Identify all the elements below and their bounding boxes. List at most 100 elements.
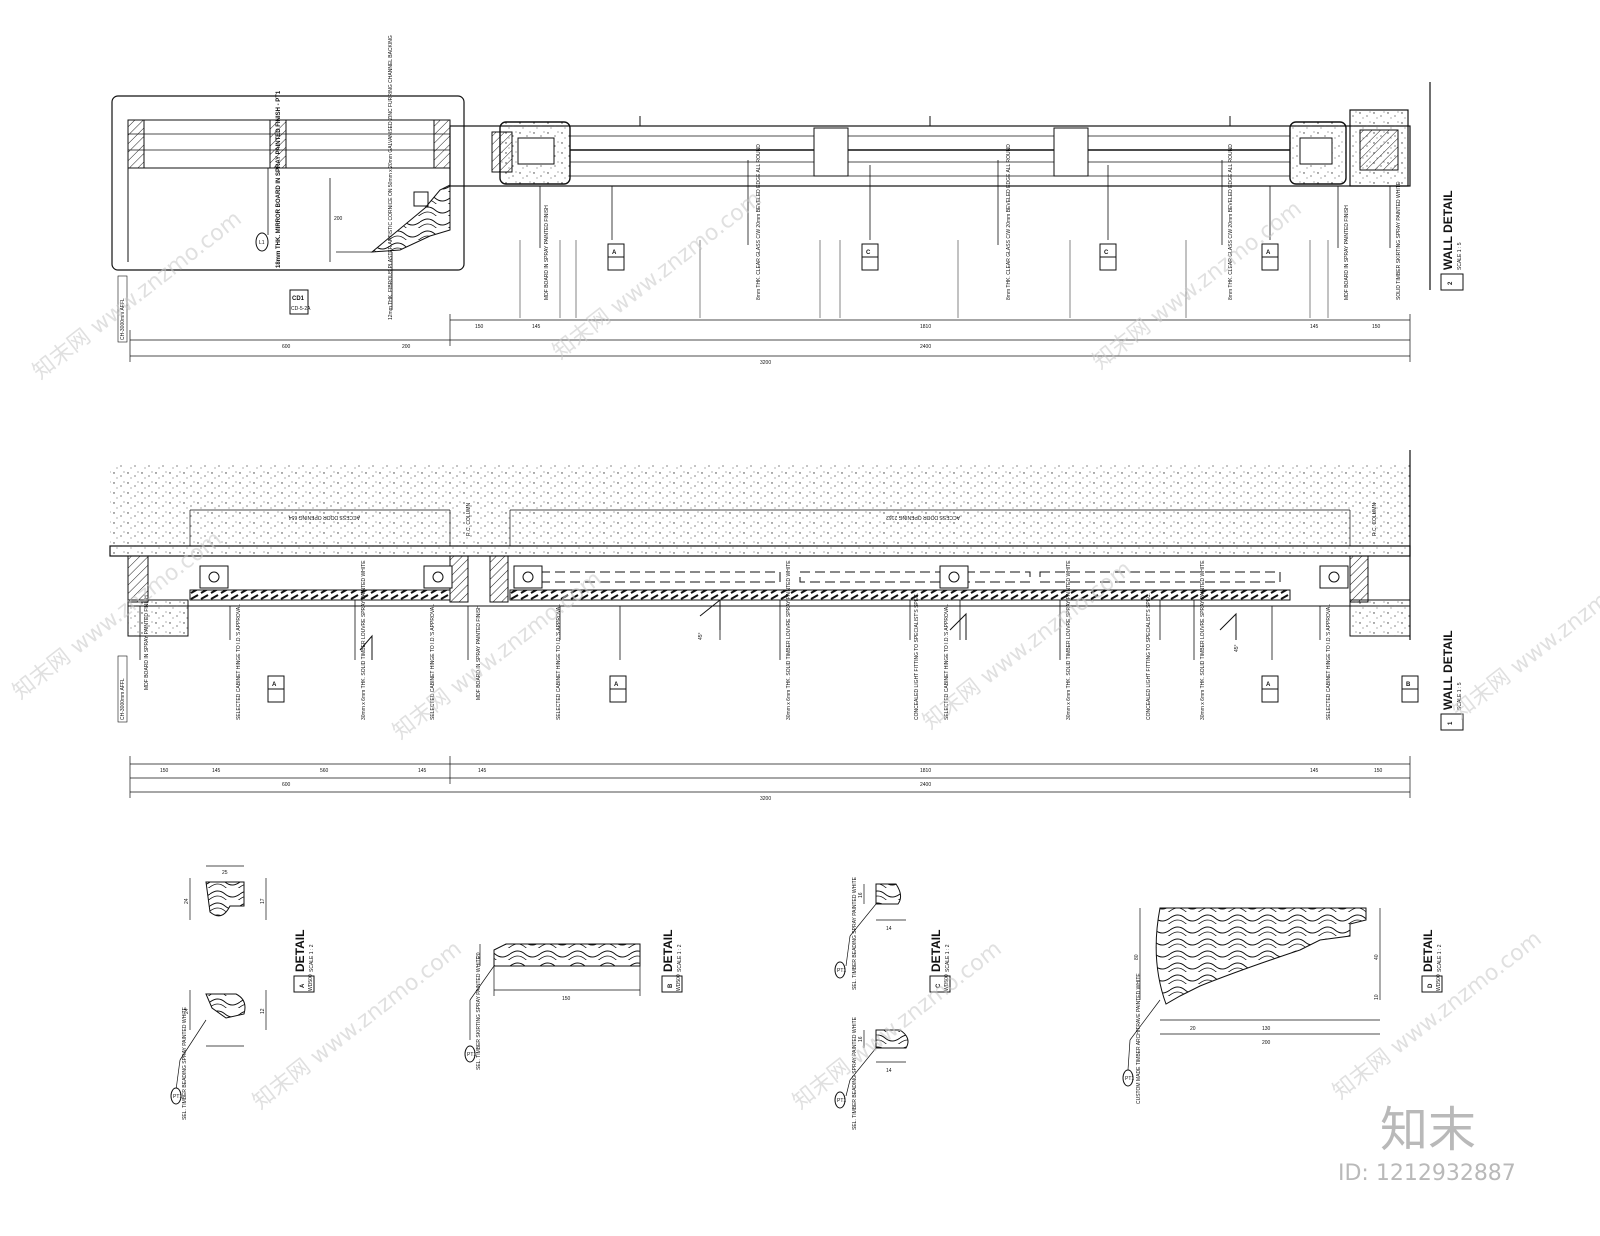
- detail-b-title: B WD500 DETAIL SCALE 1 : 2: [661, 930, 683, 993]
- callout-text: CONCEALED LIGHT FITTING TO SPECIALIST'S …: [914, 593, 920, 720]
- dim-text: 150: [475, 324, 484, 330]
- callout-text: 30mm x 6mm THK. SOLID TIMBER LOUVRE SPRA…: [361, 560, 367, 720]
- level-marker-bottom: CH-3000mm AFFL: [117, 655, 128, 723]
- dim-text: 17: [260, 898, 266, 904]
- rc-column-label: R.C. COLUMN: [1372, 503, 1378, 536]
- bulkhead-frame: [111, 95, 465, 271]
- dim-text: 20: [476, 952, 482, 958]
- access-door-label: ACCESS DOOR OPENING 2162: [886, 514, 960, 520]
- drawing-scale: SCALE 1 : 5: [1457, 682, 1463, 710]
- callout-code: PT1: [173, 1094, 182, 1100]
- dim-text: 145: [418, 768, 427, 774]
- dim-text: 16: [858, 1036, 864, 1042]
- detail-letter: A: [300, 983, 306, 988]
- drawing-scale: SCALE 1 : 5: [1457, 242, 1463, 270]
- callout-text: 8mm THK. CLEAR GLASS C/W 20mm BEVELED ED…: [756, 144, 762, 300]
- callout-text: SEL. TIMBER BEADING SPRAY PAINTED WHITE: [852, 876, 858, 990]
- drawing-number: 1: [1448, 721, 1454, 725]
- callout-glass-2: 8mm THK. CLEAR GLASS C/W 20mm BEVELED ED…: [1006, 144, 1012, 300]
- callout-text: SEL. TIMBER BEADING SPRAY PAINTED WHITE: [852, 1016, 858, 1130]
- detail-label: DETAIL: [1421, 930, 1435, 972]
- callout-text: MDF BOARD IN SPRAY PAINTED FINISH: [144, 595, 150, 690]
- dim-text: 14: [886, 926, 892, 932]
- tag-letter: A: [1266, 682, 1271, 688]
- dim-text: 2400: [920, 344, 931, 350]
- elevation-bottom: ACCESS DOOR OPENING 654 R.C. COLUMN ACCE…: [109, 450, 1464, 802]
- callout-text: 30mm x 6mm THK. SOLID TIMBER LOUVRE SPRA…: [786, 560, 792, 720]
- dim-text: 16: [858, 892, 864, 898]
- callout-text: SELECTED CABINET HINGE TO I.D.'S APPROVA…: [430, 604, 436, 720]
- watermark-layer: 知末网 www.znzmo.com 知末网 www.znzmo.com 知末网 …: [8, 187, 1600, 1115]
- detail-a-title: A WD500 DETAIL SCALE 1 : 2: [293, 930, 315, 993]
- dim-text: 25: [222, 870, 228, 876]
- concrete-slab: [110, 464, 1410, 546]
- cd-tag: CD1 CD-5-2A: [289, 289, 311, 315]
- dim-text: 40: [1374, 954, 1380, 960]
- fibrous-plaster-cornice: [370, 184, 451, 253]
- title-block-top: WALL DETAIL SCALE 1 : 5 2: [1440, 190, 1464, 291]
- section-tag-top-3: C: [1099, 243, 1117, 271]
- callout-text: 8mm THK. CLEAR GLASS C/W 20mm BEVELED ED…: [1228, 144, 1234, 300]
- callout-text: SELECTED CABINET HINGE TO I.D.'S APPROVA…: [236, 604, 242, 720]
- detail-letter: B: [668, 983, 674, 988]
- watermark-text: 知末网 www.znzmo.com: [788, 937, 1006, 1115]
- dim-text: 12: [260, 1008, 266, 1014]
- detail-label: DETAIL: [929, 930, 943, 972]
- tag-letter: B: [1406, 682, 1411, 688]
- callout-text: MDF BOARD IN SPRAY PAINTED FINISH: [476, 605, 482, 700]
- bulkhead-truss: [127, 119, 451, 169]
- section-tag-bottom-2: A: [609, 675, 627, 703]
- brand-logo-text: 知末: [1380, 1102, 1476, 1158]
- drawing-title: WALL DETAIL: [1441, 190, 1455, 270]
- tag-letter: C: [866, 250, 871, 256]
- callout-text: CONCEALED LIGHT FITTING TO SPECIALIST'S …: [1146, 593, 1152, 720]
- image-id-text: ID: 1212932887: [1338, 1161, 1516, 1186]
- dim-text: 1810: [920, 324, 931, 330]
- section-tag-top-2: C: [861, 243, 879, 271]
- tag-letter: A: [614, 682, 619, 688]
- callout-text: MDF BOARD IN SPRAY PAINTED FINISH: [1344, 205, 1350, 300]
- wall-frame-top: [449, 125, 1411, 187]
- section-tag-top-1: A: [607, 243, 625, 271]
- section-tag-bottom-1: A: [267, 675, 285, 703]
- dim-text: 20: [1190, 1026, 1196, 1032]
- callout-code: PT1: [837, 1098, 846, 1104]
- dim-text: 10: [1374, 994, 1380, 1000]
- detail-scale: SCALE 1 : 2: [1437, 944, 1443, 972]
- callout-mirror-board: 18mm THK. MIRROR BOARD IN SPRAY PAINTED …: [276, 90, 282, 268]
- callout-text: 8mm THK. CLEAR GLASS C/W 20mm BEVELED ED…: [1006, 144, 1012, 300]
- callout-code: PT1: [837, 968, 846, 974]
- callout-text: SELECTED CABINET HINGE TO I.D.'S APPROVA…: [556, 604, 562, 720]
- dim-text: 80: [1134, 954, 1140, 960]
- callout-mdf-board-right: MDF BOARD IN SPRAY PAINTED FINISH: [1344, 205, 1350, 300]
- detail-letter: C: [936, 983, 942, 988]
- watermark-text: 知末网 www.znzmo.com: [28, 207, 246, 385]
- dim-text: 145: [1310, 324, 1319, 330]
- angle-text: 45°: [1234, 644, 1240, 652]
- dim-vertical: 200: [334, 216, 343, 222]
- detail-a: 25 24 17 12 24 SEL. TIMBER BEADING SPRAY…: [170, 865, 315, 1120]
- dim-text: 145: [1310, 768, 1319, 774]
- callout-skirting: SOLID TIMBER SKIRTING SPRAY PAINTED WHIT…: [1396, 181, 1402, 300]
- callout-code: L1: [259, 240, 265, 246]
- dim-text: 150: [1374, 768, 1383, 774]
- detail-scale: SCALE 1 : 2: [677, 944, 683, 972]
- callout-text: 30mm x 6mm THK. SOLID TIMBER LOUVRE SPRA…: [1066, 560, 1072, 720]
- tag-letter: A: [1266, 250, 1271, 256]
- detail-scale: SCALE 1 : 2: [309, 944, 315, 972]
- detail-c: 16 14 16 14 SEL. TIMBER BEADING SPRAY PA…: [834, 876, 951, 1130]
- level-text: CH-3000mm AFFL: [120, 298, 126, 340]
- dim-text: 200: [402, 344, 411, 350]
- callout-text: CUSTOM MADE TIMBER ARCHITRAVE PAINTED WH…: [1136, 973, 1142, 1104]
- callout-text: SEL. TIMBER BEADING SPRAY PAINTED WHITE: [182, 1006, 188, 1120]
- dim-text: 14: [886, 1068, 892, 1074]
- callout-glass-3: 8mm THK. CLEAR GLASS C/W 20mm BEVELED ED…: [1228, 144, 1234, 300]
- detail-label: DETAIL: [661, 930, 675, 972]
- callout-text: SEL. TIMBER SKIRTING SPRAY PAINTED WHITE: [476, 955, 482, 1070]
- callout-cornice: 12mm THK. FIBROUS PLASTER ARTISTIC CORNI…: [388, 35, 394, 320]
- dim-text: 145: [212, 768, 221, 774]
- callout-text: 30mm x 6mm THK. SOLID TIMBER LOUVRE SPRA…: [1200, 560, 1206, 720]
- callout-mdf-board-left: MDF BOARD IN SPRAY PAINTED FINISH: [544, 205, 550, 300]
- dim-text: 24: [184, 1008, 190, 1014]
